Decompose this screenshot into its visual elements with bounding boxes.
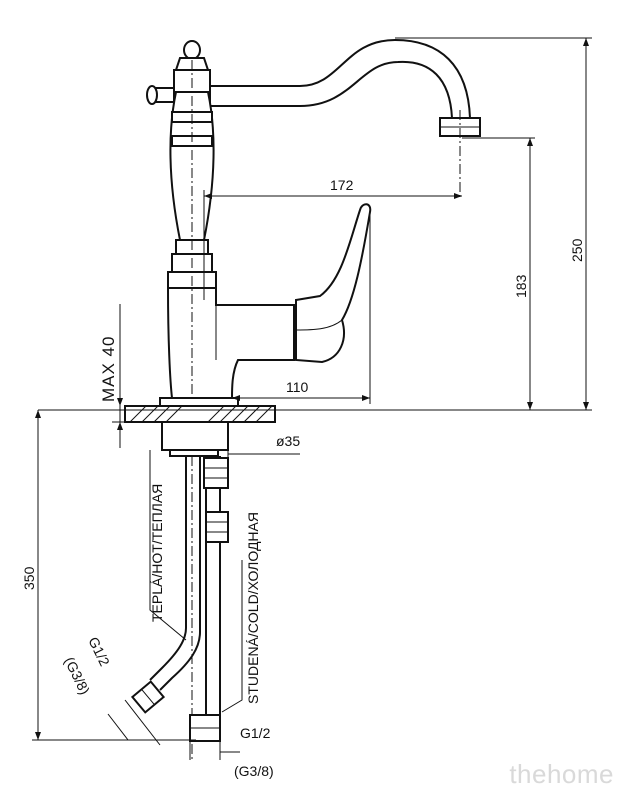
hot-thread-alt-label: (G3/8)	[61, 654, 93, 697]
hoses	[130, 456, 229, 742]
cold-thread-label: G1/2	[240, 725, 271, 741]
dim-height-outlet: 183	[513, 274, 529, 298]
lever-handle	[295, 203, 372, 364]
dim-reach: 172	[330, 177, 354, 193]
dim-shank-diameter: ø35	[276, 433, 300, 449]
cold-hose-label: STUDENÁ/COLD/ХОЛОДНАЯ	[245, 512, 261, 704]
hot-thread-label: G1/2	[85, 634, 113, 668]
dim-max-thickness: MAX 40	[99, 336, 118, 402]
faucet-column	[146, 40, 295, 760]
dim-height-total: 250	[569, 238, 585, 262]
hot-hose-label: TEPLÁ/HOT/ТЕПЛАЯ	[149, 484, 165, 622]
dim-below-deck: 350	[21, 566, 37, 590]
deck-plate	[124, 397, 276, 457]
dim-lever-offset: 110	[286, 379, 309, 395]
cold-thread-alt-label: (G3/8)	[234, 763, 274, 779]
dimension-lines	[32, 37, 592, 760]
watermark-logo: thehome	[509, 759, 614, 789]
spout	[209, 38, 481, 200]
